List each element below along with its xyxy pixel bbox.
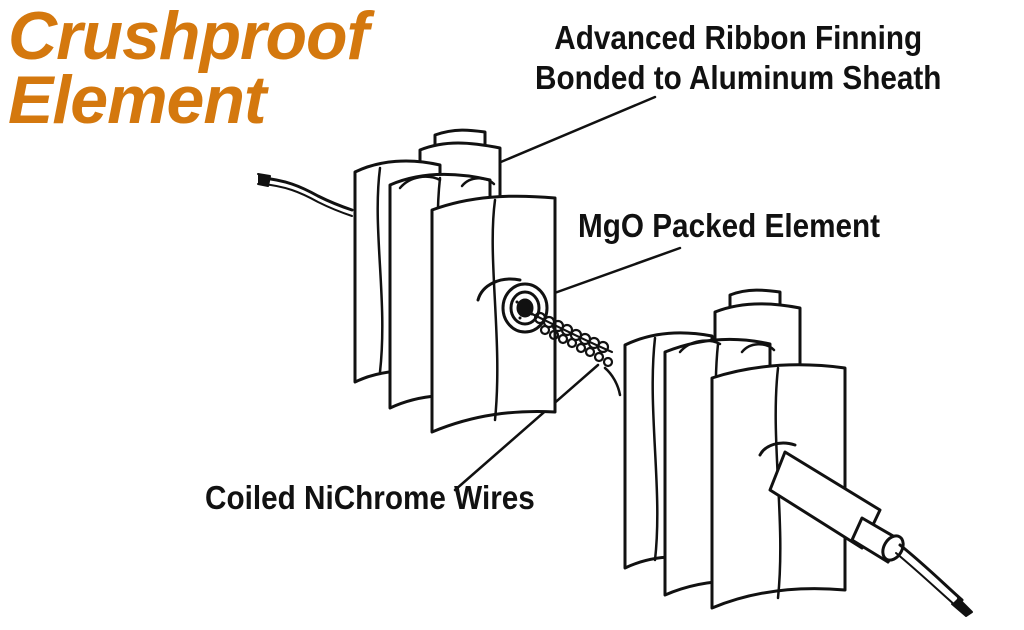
left-lead-wire — [257, 173, 354, 217]
nichrome-coils — [526, 310, 622, 397]
coil-loops — [533, 311, 614, 368]
callout-ribbon-line-2: Bonded to Aluminum Sheath — [535, 59, 942, 96]
callout-ribbon-finning: Advanced Ribbon Finning Bonded to Alumin… — [535, 18, 941, 98]
leader-nichrome — [453, 363, 600, 492]
callout-ribbon-line-1: Advanced Ribbon Finning — [554, 19, 923, 56]
diagram-title: Crushproof Element — [8, 0, 369, 138]
left-front-fin — [430, 194, 557, 434]
right-fin-assembly — [623, 288, 905, 610]
left-fin-assembly — [353, 128, 557, 434]
right-lead-wire — [895, 543, 973, 617]
callout-nichrome: Coiled NiChrome Wires — [205, 479, 535, 516]
title-line-1: Crushproof — [8, 0, 369, 74]
callout-mgo: MgO Packed Element — [578, 207, 881, 244]
leader-mgo — [533, 246, 682, 302]
title-line-2: Element — [8, 62, 267, 138]
right-sheath-tube — [758, 441, 905, 564]
